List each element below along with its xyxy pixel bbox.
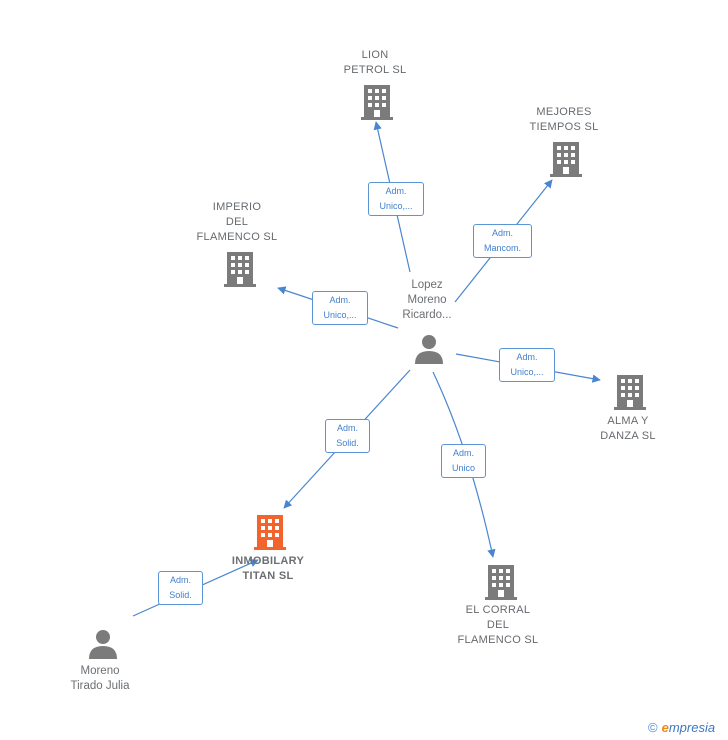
brand-logo: ©empresia (648, 720, 715, 735)
company-label-lion-petrol[interactable]: LION PETROL SL (343, 49, 407, 76)
person-icon[interactable] (414, 334, 444, 364)
person-icon[interactable] (88, 629, 118, 659)
building-icon-highlighted[interactable] (254, 514, 286, 550)
relation-label-mejores-tiempos[interactable]: Adm. Mancom. (473, 224, 532, 258)
relation-label-imperio-flamenco[interactable]: Adm. Unico,... (312, 291, 368, 325)
company-label-el-corral[interactable]: EL CORRAL DEL FLAMENCO SL (457, 604, 539, 646)
relation-label-lion-petrol[interactable]: Adm. Unico,... (368, 182, 424, 216)
relation-label-moreno-titan[interactable]: Adm. Solid. (158, 571, 203, 605)
brand-name: mpresia (668, 720, 716, 735)
company-label-imperio-flamenco[interactable]: IMPERIO DEL FLAMENCO SL (196, 201, 278, 243)
building-icon[interactable] (361, 84, 393, 120)
building-icon[interactable] (485, 564, 517, 600)
company-label-alma-danza[interactable]: ALMA Y DANZA SL (600, 415, 656, 442)
building-icon[interactable] (550, 141, 582, 177)
copyright-icon: © (648, 720, 658, 735)
building-icon[interactable] (224, 251, 256, 287)
relation-label-inmobilary-titan[interactable]: Adm. Solid. (325, 419, 370, 453)
person-label-lopez[interactable]: Lopez Moreno Ricardo... (402, 279, 452, 321)
company-label-inmobilary-titan[interactable]: INMOBILARY TITAN SL (231, 555, 305, 582)
brand-initial: e (661, 720, 669, 735)
company-label-mejores-tiempos[interactable]: MEJORES TIEMPOS SL (529, 106, 599, 133)
relation-label-alma-danza[interactable]: Adm. Unico,... (499, 348, 555, 382)
building-icon[interactable] (614, 374, 646, 410)
person-label-moreno[interactable]: Moreno Tirado Julia (70, 665, 130, 692)
relation-label-el-corral[interactable]: Adm. Unico (441, 444, 486, 478)
